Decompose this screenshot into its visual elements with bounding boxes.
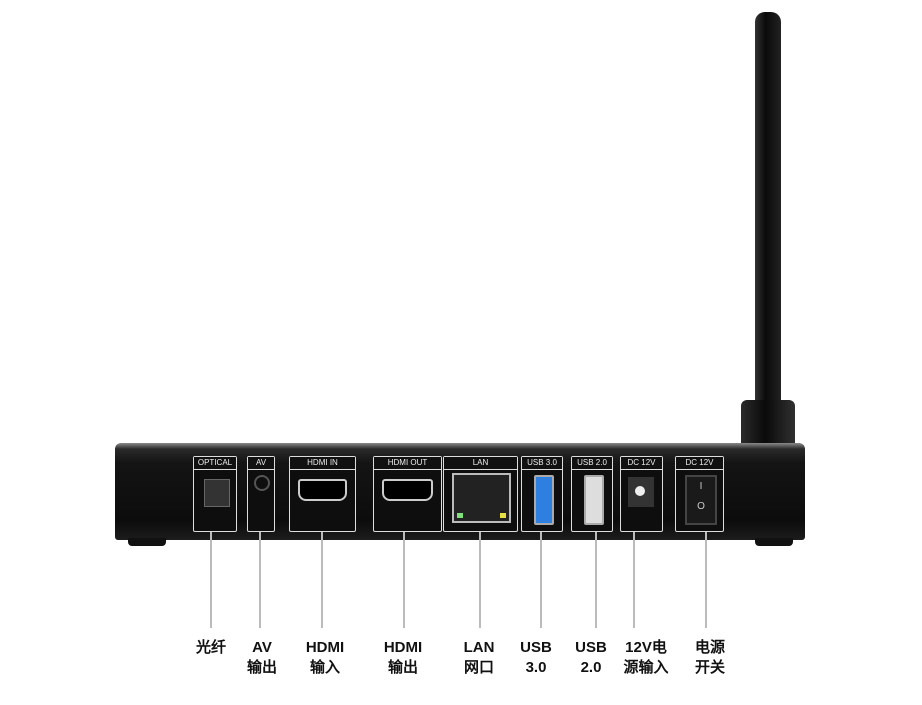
callout-line	[633, 532, 635, 628]
port-title: USB 2.0	[572, 457, 612, 470]
callout-line	[705, 532, 707, 628]
callout-line	[595, 532, 597, 628]
optical-port: OPTICAL	[193, 456, 237, 532]
callout-line	[210, 532, 212, 628]
callout-line	[403, 532, 405, 628]
switch-off-mark: O	[697, 501, 705, 512]
port-title: DC 12V	[676, 457, 723, 470]
label-dc-input: 12V电源输入	[623, 639, 669, 676]
port-title: USB 3.0	[522, 457, 562, 470]
port-title: DC 12V	[621, 457, 662, 470]
device-foot	[128, 538, 166, 546]
switch-on-mark: I	[699, 481, 703, 492]
label-optical: 光纤	[195, 639, 226, 656]
port-title: HDMI IN	[290, 457, 355, 470]
callout-line	[540, 532, 542, 628]
hdmi-in-port: HDMI IN	[289, 456, 356, 532]
callout-line	[259, 532, 261, 628]
hdmi-out-port: HDMI OUT	[373, 456, 442, 532]
av-port: AV	[247, 456, 275, 532]
usb3-port: USB 3.0	[521, 456, 563, 532]
lan-port: LAN	[443, 456, 518, 532]
callout-line	[479, 532, 481, 628]
port-title: AV	[248, 457, 274, 470]
label-power-switch: 电源开关	[694, 639, 725, 676]
callout-line	[321, 532, 323, 628]
antenna	[755, 12, 781, 432]
usb2-port: USB 2.0	[571, 456, 613, 532]
port-title: HDMI OUT	[374, 457, 441, 470]
port-title: LAN	[444, 457, 517, 470]
dc-power-port: DC 12V	[620, 456, 663, 532]
port-title: OPTICAL	[194, 457, 236, 470]
device-foot	[755, 538, 793, 546]
